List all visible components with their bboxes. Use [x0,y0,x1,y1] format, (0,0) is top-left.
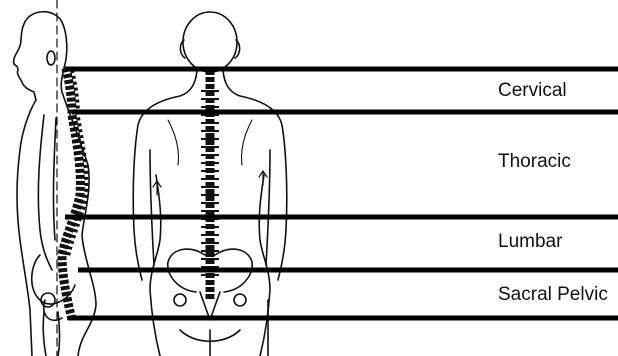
femur-head-right [234,294,246,306]
back-right-arm-inner [266,150,270,265]
ear [47,51,55,65]
region-label-lumbar: Lumbar [498,231,562,253]
arrow-left [153,181,161,195]
region-label-cervical: Cervical [498,80,567,102]
side-arm-inner [53,118,56,240]
back-view-figure [133,12,287,356]
arrow-right [259,171,267,185]
back-left-arm-inner [150,150,154,265]
region-label-thoracic: Thoracic [498,151,571,173]
side-view-figure [14,0,96,356]
side-arm-outline [38,115,52,270]
scapula-right [241,120,252,165]
femur-head-left [174,294,186,306]
side-femur [43,312,46,356]
region-boundaries [65,69,618,318]
back-head [183,12,237,72]
scapula-left [168,120,179,165]
side-femur-back [58,312,60,356]
region-label-sacral-pelvic: Sacral Pelvic [498,284,608,306]
side-femur-head [41,293,55,307]
